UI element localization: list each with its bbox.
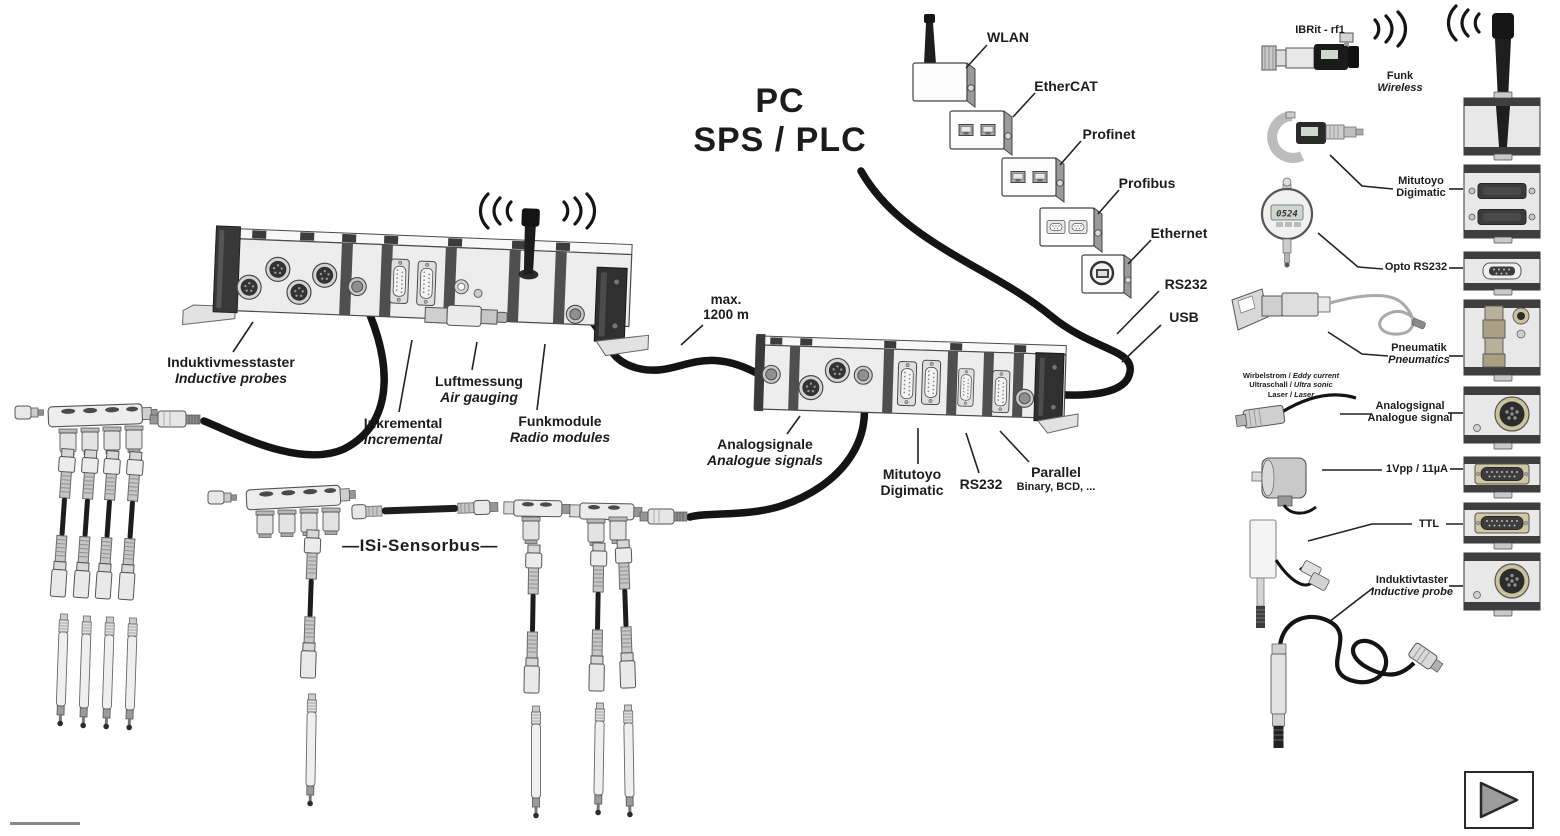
outside-micrometer <box>1267 111 1364 163</box>
din-connector <box>236 274 263 301</box>
cable-pc-to-rail2 <box>857 167 1134 399</box>
sensorbus-extension-cable <box>351 499 499 520</box>
label-air-gauging: Luftmessung Air gauging <box>435 373 523 405</box>
air-gauging-fitting <box>424 304 508 327</box>
label-opto-rs232: Opto RS232 <box>1384 261 1448 273</box>
label-parallel: Parallel Binary, BCD, ... <box>1016 464 1096 493</box>
din-connector <box>824 357 851 384</box>
leader-lines <box>232 44 1463 623</box>
label-funk-wireless: Funk Wireless <box>1377 70 1423 95</box>
cable-gland <box>761 364 782 385</box>
wireless-waves-icon <box>478 192 513 230</box>
analog-sensor <box>1235 393 1357 429</box>
label-max-distance: max. 1200 m <box>703 292 749 323</box>
module-stack <box>1463 13 1541 617</box>
pc-title-line1: PC <box>755 82 805 120</box>
label-ibrit-rf1: IBRit - rf1 <box>1295 24 1345 36</box>
label-profibus: Profibus <box>1118 175 1176 191</box>
cable-rail2-analog <box>686 383 869 521</box>
label-mitutoyo-right: Mitutoyo Digimatic <box>1396 175 1446 200</box>
sensorbus-group-a <box>14 402 159 731</box>
label-radio-modules: Funkmodule Radio modules <box>509 413 611 445</box>
ethernet-module <box>1081 254 1132 299</box>
cable-gland <box>1014 388 1035 409</box>
label-induktivtaster: Induktivtaster Inductive probe <box>1371 574 1453 599</box>
cable-end-connector <box>639 508 688 525</box>
sensorbus-group-c <box>503 499 571 819</box>
play-icon <box>1479 781 1519 819</box>
ttl-module <box>1463 502 1541 550</box>
label-ethercat: EtherCAT <box>1034 78 1098 94</box>
wireless-waves-icon <box>1373 10 1408 48</box>
label-usb: USB <box>1169 309 1199 325</box>
dial-indicator: 0524 <box>1260 177 1314 268</box>
cable-gland <box>565 304 586 325</box>
label-ethernet: Ethernet <box>1150 225 1208 241</box>
label-mitutoyo-digimatic: Mitutoyo Digimatic <box>880 466 944 498</box>
profibus-module <box>1039 207 1103 253</box>
vpp-module <box>1463 456 1541 499</box>
sensorbus-group-d <box>569 502 643 818</box>
svg-text:0524: 0524 <box>1276 210 1298 220</box>
ibrit-rf1-micrometer <box>1261 32 1359 71</box>
rail-module-1 <box>182 208 650 357</box>
label-incremental: Inkremental Incremental <box>363 415 443 447</box>
label-profinet: Profinet <box>1082 126 1136 142</box>
din-connector <box>264 256 291 283</box>
ethercat-module <box>949 110 1013 156</box>
label-analog-sensor-types: Wirbelstrom / Eddy current Ultraschall /… <box>1242 371 1340 399</box>
pc-title: PC SPS / PLC <box>650 82 910 160</box>
sensorbus-group-b <box>207 483 357 807</box>
label-ttl: TTL <box>1418 518 1440 530</box>
wireless-waves-icon <box>562 192 597 230</box>
label-pneumatik: Pneumatik Pneumatics <box>1388 342 1450 367</box>
inductive-module <box>1463 552 1541 617</box>
pneumatik-module <box>1463 299 1541 382</box>
dsub15-connector <box>991 369 1011 414</box>
dsub9-connector <box>957 368 975 407</box>
din-connector <box>285 279 313 306</box>
label-rs232-rail: RS232 <box>959 476 1003 492</box>
label-rs232-pc: RS232 <box>1164 276 1208 292</box>
ttl-scale-sensor <box>1249 519 1330 628</box>
pc-title-line2: SPS / PLC <box>693 121 867 160</box>
interface-modules <box>912 14 1132 299</box>
rail1-antenna-icon <box>518 208 540 280</box>
din-connector <box>311 262 338 289</box>
dsub-connector <box>416 260 437 307</box>
rotary-encoder <box>1251 457 1317 515</box>
cable-gland <box>853 365 874 386</box>
wlan-module <box>912 14 976 108</box>
label-inductive-probes: Induktivmesstaster Inductive probes <box>167 354 295 386</box>
wireless-waves-icon <box>1446 4 1481 42</box>
analog-module <box>1463 386 1541 450</box>
dsub-connector <box>920 359 942 406</box>
pneumatic-plug-gauge <box>1231 288 1426 336</box>
label-1vpp-11ua: 1Vpp / 11µA <box>1386 463 1448 475</box>
rail-module-2 <box>753 333 1079 434</box>
opto-rs232-module <box>1463 251 1541 296</box>
label-analogsignal: Analogsignal Analogue signal <box>1367 400 1453 425</box>
label-wlan: WLAN <box>987 29 1029 45</box>
profinet-module <box>1001 157 1065 203</box>
mitutoyo-module <box>1463 164 1541 244</box>
dsub-connector <box>896 360 918 407</box>
din-connector <box>797 374 824 401</box>
label-analogue-signals: Analogsignale Analogue signals <box>707 436 823 468</box>
radio-module <box>1463 13 1541 161</box>
dsub-connector <box>389 258 410 305</box>
cable-end-connector <box>149 410 201 428</box>
corner-divider-line <box>10 822 80 825</box>
cable-rail1-to-sensorbus <box>200 287 388 459</box>
label-isi-sensorbus: —ISi-Sensorbus— <box>342 536 498 555</box>
inductive-probe-sensor <box>1270 614 1444 748</box>
cable-gland <box>347 276 368 297</box>
play-button[interactable] <box>1464 771 1534 829</box>
